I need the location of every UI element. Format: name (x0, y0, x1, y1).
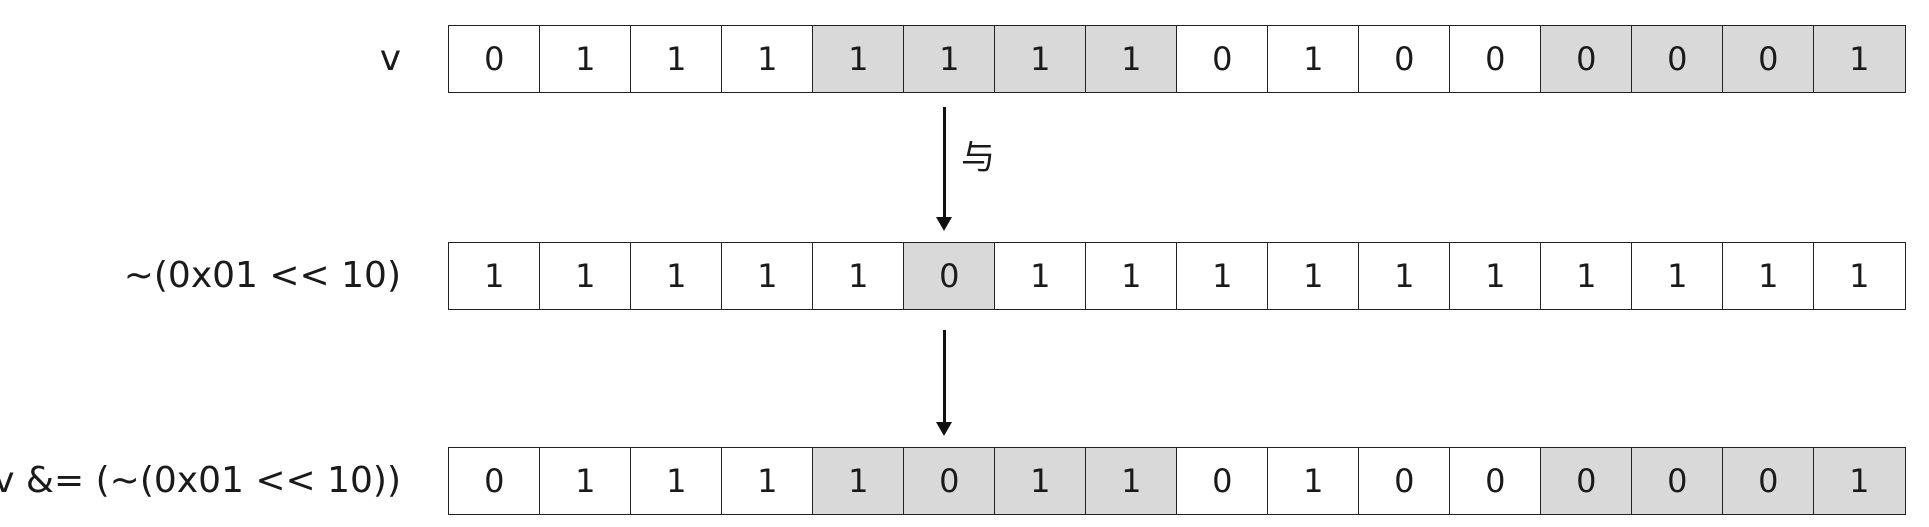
bit-cell: 1 (994, 447, 1087, 515)
bit-cell: 1 (721, 25, 814, 93)
bit-cell: 1 (539, 447, 632, 515)
bit-cell: 0 (1358, 25, 1451, 93)
bit-cell: 1 (448, 242, 541, 310)
bit-cell: 0 (1449, 447, 1542, 515)
bit-cell: 0 (1722, 447, 1815, 515)
arrow-1-head (936, 217, 952, 231)
bit-cell: 1 (630, 25, 723, 93)
bit-cell: 0 (448, 25, 541, 93)
bit-cell: 1 (1813, 25, 1906, 93)
bit-cell: 1 (812, 447, 905, 515)
and-operation-label: 与 (961, 138, 995, 178)
bit-cell: 1 (721, 242, 814, 310)
bit-cell: 1 (1267, 25, 1360, 93)
bit-cell: 0 (1722, 25, 1815, 93)
bit-cell: 1 (812, 242, 905, 310)
bit-cell: 0 (1540, 447, 1633, 515)
row-label-v: v (379, 38, 401, 79)
row-label-mask: ~(0x01 << 10) (123, 255, 401, 296)
row-label-result: v &= (~(0x01 << 10)) (0, 460, 401, 501)
bit-cell: 0 (903, 242, 996, 310)
bit-cell: 0 (1631, 25, 1724, 93)
bit-cell: 1 (539, 242, 632, 310)
bit-cell: 1 (1449, 242, 1542, 310)
bit-cell: 1 (1085, 242, 1178, 310)
bit-cell: 1 (539, 25, 632, 93)
bit-cell: 1 (1358, 242, 1451, 310)
arrow-1-shaft (943, 107, 946, 217)
bit-cell: 0 (1176, 447, 1269, 515)
arrow-2-shaft (943, 330, 946, 422)
bit-cell: 1 (1176, 242, 1269, 310)
bit-cell: 0 (448, 447, 541, 515)
bit-cell: 1 (1085, 447, 1178, 515)
bit-cell: 1 (994, 242, 1087, 310)
bit-cell: 0 (1358, 447, 1451, 515)
bit-cell: 0 (1449, 25, 1542, 93)
bit-cell: 1 (1267, 242, 1360, 310)
bit-cell: 1 (1540, 242, 1633, 310)
bit-cell: 1 (721, 447, 814, 515)
bit-cell: 1 (1267, 447, 1360, 515)
bit-cell: 0 (1631, 447, 1724, 515)
bit-cell: 1 (1631, 242, 1724, 310)
bit-cell: 1 (1085, 25, 1178, 93)
bit-cell: 1 (812, 25, 905, 93)
bit-cell: 1 (903, 25, 996, 93)
bit-cell: 1 (630, 242, 723, 310)
bit-cell: 1 (1813, 242, 1906, 310)
bit-cell: 0 (903, 447, 996, 515)
bit-cell: 1 (1722, 242, 1815, 310)
bit-cell: 0 (1540, 25, 1633, 93)
bit-cell: 1 (1813, 447, 1906, 515)
bit-cell: 1 (630, 447, 723, 515)
bit-cell: 0 (1176, 25, 1269, 93)
bit-cell: 1 (994, 25, 1087, 93)
arrow-2-head (936, 422, 952, 436)
